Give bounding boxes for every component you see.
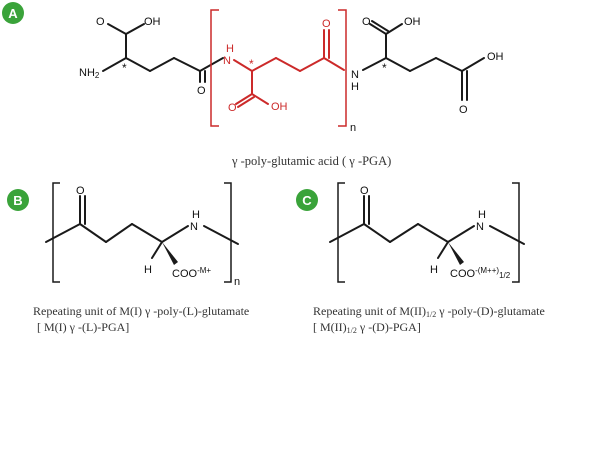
atom-o-amide-left: O <box>197 85 206 97</box>
badge-b: B <box>7 189 29 211</box>
chiral-star-red: * <box>249 57 254 71</box>
atom-oh-top-right: OH <box>404 16 421 28</box>
atom-oh-red-acid: OH <box>271 101 288 113</box>
atom-o-c: O <box>360 185 369 197</box>
atom-oh-far-right: OH <box>487 51 504 63</box>
caption-c-line1: Repeating unit of M(II)1/2 γ -poly-(D)-g… <box>313 304 545 319</box>
subscript-n-b: n <box>234 276 240 288</box>
red-repeating-unit <box>210 9 347 127</box>
atom-o-red-top: O <box>322 18 331 30</box>
atom-h-b: H <box>144 264 152 276</box>
atom-coo-c: COO-(M++)1/2 <box>450 266 511 280</box>
caption-a: γ -poly-glutamic acid ( γ -PGA) <box>232 154 392 168</box>
atom-h-n-b: H <box>192 209 200 221</box>
atom-h-right: H <box>351 81 359 93</box>
atom-o-far-right: O <box>459 104 468 116</box>
chiral-star-right: * <box>382 61 387 75</box>
badge-c-label: C <box>302 193 312 208</box>
subscript-n-a: n <box>350 122 356 134</box>
left-glutamate-unit <box>102 23 224 83</box>
badge-b-label: B <box>13 193 22 208</box>
atom-coo-b: COO-M+ <box>172 266 211 280</box>
atom-h-red: H <box>226 43 234 55</box>
atom-nh2-left: NH2 <box>79 67 100 80</box>
caption-b-line1: Repeating unit of M(I) γ -poly-(L)-gluta… <box>33 304 250 318</box>
right-glutamate-unit <box>362 20 485 101</box>
atom-n-b: N <box>190 221 198 233</box>
atom-o-red-acid: O <box>228 102 237 114</box>
atom-oh-top-left: OH <box>144 16 161 28</box>
panel-a: A O OH * NH2 O <box>2 2 504 134</box>
atom-h-c: H <box>430 264 438 276</box>
caption-b-line2: [ M(I) γ -(L)-PGA] <box>37 320 130 334</box>
caption-c-line2: [ M(II)1/2 γ -(D)-PGA] <box>313 320 421 335</box>
atom-h-n-c: H <box>478 209 486 221</box>
atom-o-b: O <box>76 185 85 197</box>
atom-n-red: N <box>223 55 231 67</box>
atom-o-top-left: O <box>96 16 105 28</box>
atom-n-right: N <box>351 69 359 81</box>
panel-c: C O H N H COO-(M++)1/2 <box>296 182 525 283</box>
badge-a-label: A <box>8 6 18 21</box>
atom-o-top-right: O <box>362 16 371 28</box>
chiral-star-left: * <box>122 61 127 75</box>
panel-b: B O H N H COO-M+ n <box>7 182 240 288</box>
atom-n-c: N <box>476 221 484 233</box>
badge-a: A <box>2 2 24 24</box>
badge-c: C <box>296 189 318 211</box>
